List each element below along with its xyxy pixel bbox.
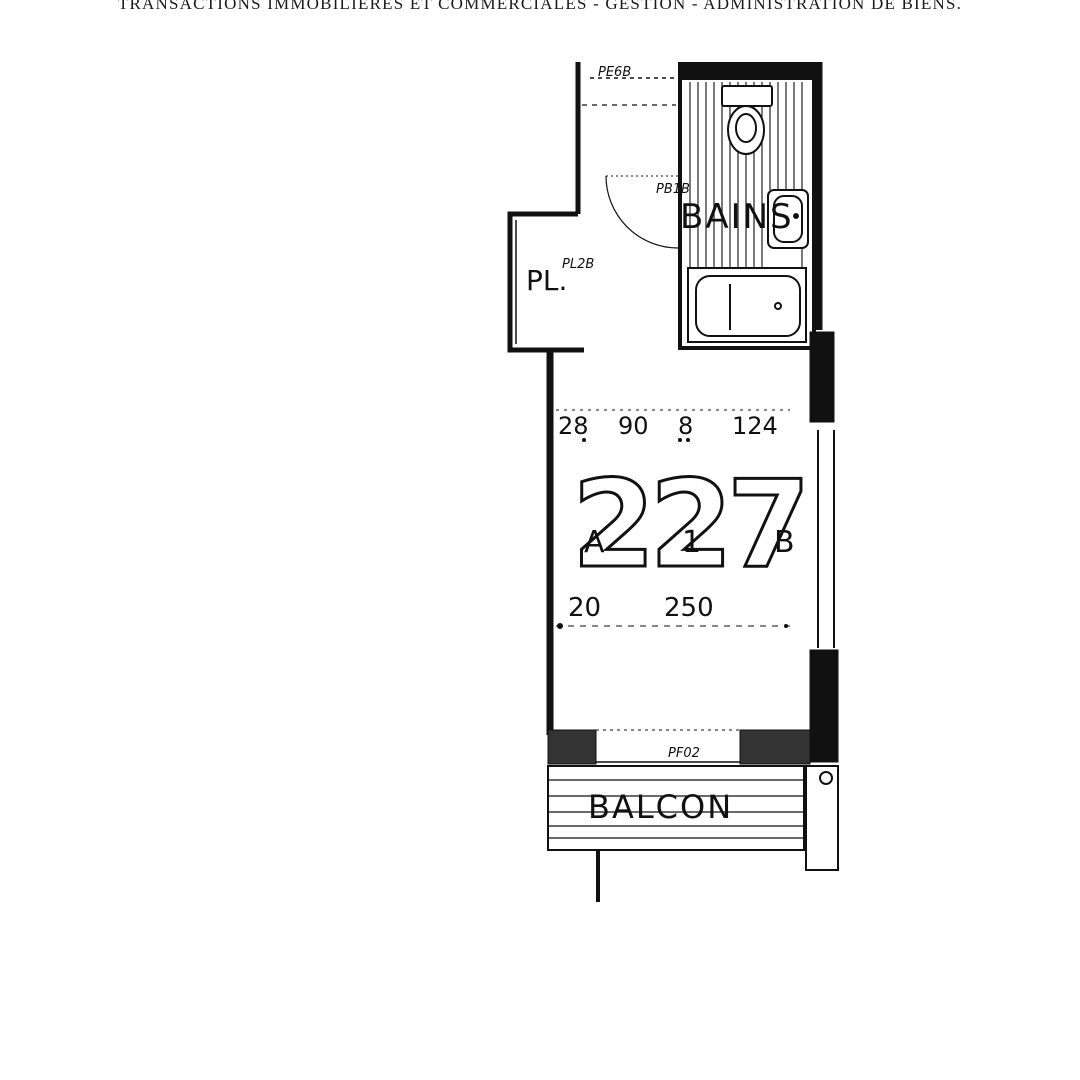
door-bath-tag: PB1B xyxy=(656,182,690,197)
balcony xyxy=(547,765,839,902)
balcon-label: BALCON xyxy=(588,788,733,826)
bathroom: BAINS PB1B xyxy=(656,62,816,350)
placard-tag: PL2B xyxy=(562,257,594,272)
dimension-line-bottom xyxy=(556,623,790,629)
dim-top-4: 124 xyxy=(732,412,778,440)
dim-top-3: 8 xyxy=(678,412,693,440)
dimension-line-top xyxy=(556,409,790,442)
side-label-b: B xyxy=(774,525,795,560)
bathtub-icon xyxy=(687,267,807,343)
bains-label: BAINS xyxy=(680,197,794,237)
dim-top-2: 90 xyxy=(618,412,649,440)
room-number: 227 xyxy=(572,456,805,595)
door-swing-arc xyxy=(605,175,679,249)
placard-label: PL. xyxy=(526,264,567,297)
washbasin-icon xyxy=(767,189,809,249)
side-label-a: A xyxy=(584,525,605,560)
outer-walls xyxy=(507,62,839,765)
side-label-1: 1 xyxy=(682,525,701,560)
agency-header: TRANSACTIONS IMMOBILIÈRES ET COMMERCIALE… xyxy=(117,0,963,13)
dim-bottom-2: 250 xyxy=(664,593,714,623)
dim-bottom-1: 20 xyxy=(568,593,601,623)
dim-top-1: 28 xyxy=(558,412,589,440)
window-tag: PF02 xyxy=(668,746,700,761)
toilet-icon xyxy=(721,85,773,155)
entry-door-tag: PE6B xyxy=(598,65,631,80)
